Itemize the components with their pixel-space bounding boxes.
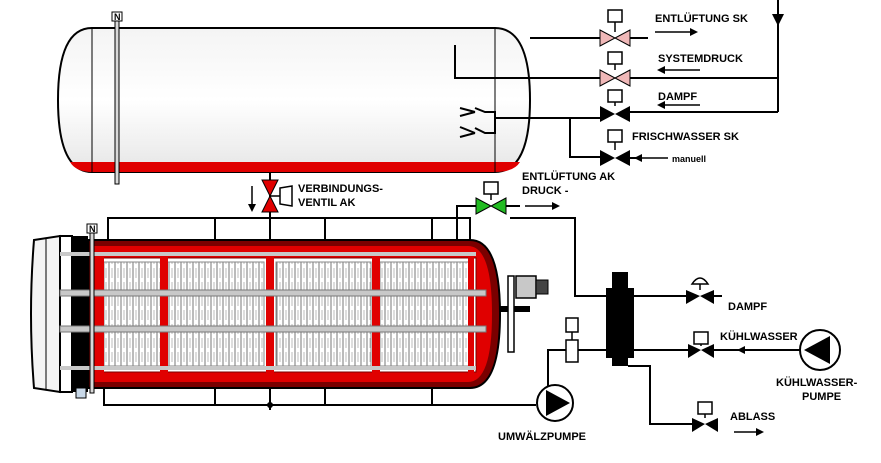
valve-vent-sk[interactable] (599, 9, 631, 47)
circulation-pump[interactable] (536, 384, 574, 422)
label-cooling-water: KÜHLWASSER (720, 330, 798, 343)
valve-drain[interactable] (692, 401, 718, 432)
rotation-drive (500, 275, 549, 353)
label-circulation-pump: UMWÄLZPUMPE (498, 430, 586, 443)
storage-tank (56, 27, 532, 173)
arrow-system-pressure (657, 66, 700, 74)
level-marker-bottom: N (89, 224, 96, 234)
arrow-steam-top (657, 101, 700, 109)
label-system-pressure: SYSTEMDRUCK (658, 53, 743, 65)
basket-frames (96, 254, 474, 376)
autoclave-headers (103, 217, 530, 406)
storage-tank-inlets (454, 37, 600, 158)
basket-row-1 (103, 261, 473, 291)
label-connect-valve-2: VENTIL AK (298, 197, 356, 209)
label-vent-sk: ENTLÜFTUNG SK (655, 12, 748, 25)
main-feed-line (630, 0, 784, 113)
label-fresh-water: FRISCHWASSER SK (632, 131, 739, 143)
valve-fresh-water[interactable] (600, 129, 630, 166)
basket-row-2 (103, 295, 473, 327)
rails (59, 252, 487, 370)
arrow-vent-sk (655, 28, 698, 36)
valve-steam-right[interactable] (686, 277, 714, 304)
level-gauge-autoclave: N (86, 223, 98, 394)
vent-ak-line (456, 205, 612, 297)
arrow-fresh-water (634, 154, 668, 162)
valve-steam-top[interactable] (600, 89, 630, 122)
label-steam-top: DAMPF (658, 91, 697, 103)
autoclave-door (30, 234, 88, 399)
label-drain: ABLASS (730, 411, 775, 423)
arrow-connection-down (248, 186, 256, 212)
label-cooling-pump-1: KÜHLWASSER- (776, 376, 858, 389)
level-marker-top: N (114, 12, 121, 22)
storage-tank-water-level (70, 162, 520, 172)
level-gauge-storage: N (111, 11, 123, 185)
label-connect-valve-1: VERBINDUNGS- (298, 183, 383, 195)
label-vent-ak-2: DRUCK - (522, 185, 569, 197)
sight-glass (565, 317, 579, 363)
valve-vent-ak[interactable] (475, 181, 507, 215)
valve-system-pressure[interactable] (599, 51, 631, 87)
label-cooling-pump-2: PUMPE (802, 391, 841, 403)
valve-connection-ak[interactable] (261, 179, 293, 213)
heat-exchanger (606, 272, 634, 366)
basket-row-3 (103, 331, 473, 367)
arrow-cooling-water (737, 346, 778, 354)
label-steam-right: DAMPF (728, 301, 767, 313)
arrow-vent-ak (525, 202, 560, 210)
valve-cooling-water[interactable] (688, 331, 714, 358)
cooling-water-pump[interactable] (799, 329, 841, 371)
arrow-drain (734, 428, 764, 436)
label-vent-ak-1: ENTLÜFTUNG AK (522, 170, 615, 183)
label-manual: manuell (672, 154, 706, 164)
